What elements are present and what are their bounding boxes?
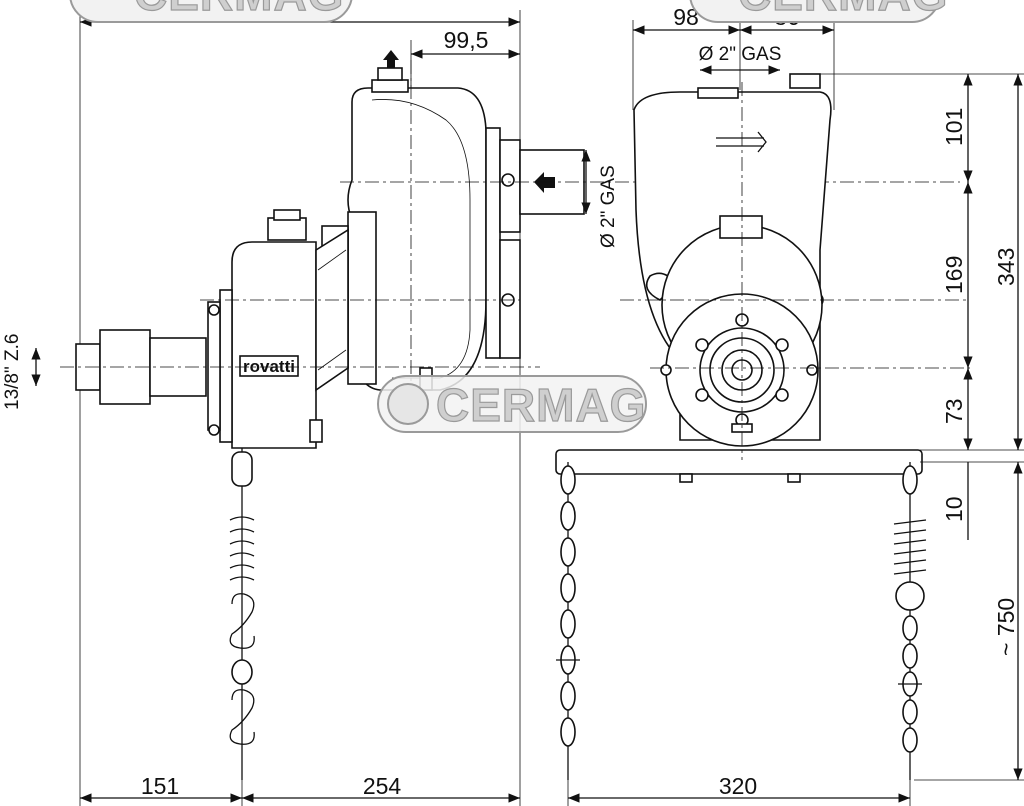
dimension-bar: 10 (941, 462, 969, 540)
svg-text:169: 169 (941, 256, 967, 294)
left-chain (556, 462, 580, 780)
svg-text:254: 254 (363, 773, 402, 799)
front-view: 98 86 Ø 2" GAS Ø 2" GAS (555, 4, 1024, 806)
svg-text:101: 101 (941, 108, 967, 146)
dimension-top: 101 (941, 74, 973, 182)
svg-text:CERMAG: CERMAG (738, 0, 948, 20)
dimension-outlet-offset: 99,5 (411, 27, 520, 59)
svg-text:151: 151 (141, 773, 179, 799)
dimension-chain: ~ 750 (993, 462, 1023, 780)
dimension-lower: 73 (941, 368, 973, 450)
svg-text:~ 750: ~ 750 (993, 598, 1019, 656)
dimension-left-length: 151 (80, 773, 242, 803)
inlet-size-label: Ø 2" GAS (598, 165, 619, 248)
outlet-arrow-icon (383, 50, 399, 68)
watermark-center: CERMAG (377, 375, 647, 433)
dimension-total-height: 343 (993, 74, 1023, 450)
dimension-bar-width: 320 (567, 773, 911, 806)
svg-text:CERMAG: CERMAG (436, 379, 646, 431)
brand-label: rovatti (243, 357, 295, 376)
watermark-top-left: CERMAG (69, 0, 353, 23)
dimension-middle: 169 (941, 182, 973, 368)
svg-text:99,5: 99,5 (444, 27, 489, 53)
svg-text:CERMAG: CERMAG (134, 0, 344, 20)
side-suspension (229, 448, 255, 780)
outlet-size-label: Ø 2" GAS (699, 44, 782, 65)
inlet-arrow-icon (534, 172, 555, 193)
svg-text:10: 10 (941, 496, 967, 522)
dimension-right-length: 254 (242, 773, 520, 803)
right-spring-chain (893, 462, 927, 780)
shaft-dimension: 13/8" Z.6 (2, 334, 23, 410)
watermark-top-right: CERMAG (689, 0, 948, 23)
side-view: 405 99,5 (2, 0, 960, 806)
svg-text:73: 73 (941, 398, 967, 424)
rotation-arrow-icon (716, 131, 767, 153)
svg-text:320: 320 (719, 773, 757, 799)
brand-plate (239, 355, 299, 377)
svg-text:343: 343 (993, 248, 1019, 286)
